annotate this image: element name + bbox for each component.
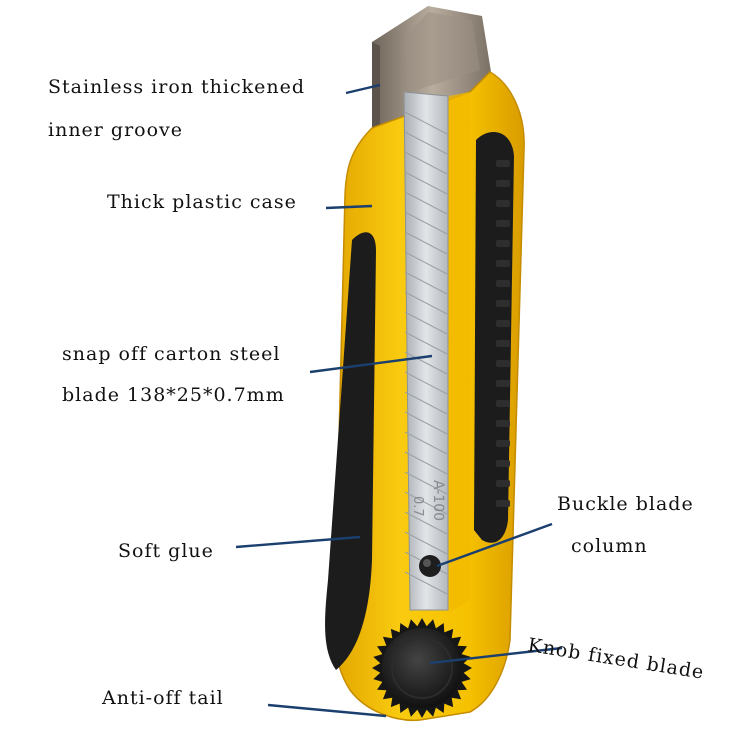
- blade-model-marking: A-100: [430, 480, 446, 521]
- buckle-column-screw: [419, 555, 441, 577]
- grip-ridge: [496, 320, 510, 327]
- leader-knob: [429, 646, 563, 665]
- grip-ridge: [496, 400, 510, 407]
- grip-ridge: [496, 360, 510, 367]
- grip-ridge: [496, 200, 510, 207]
- blade-segment-line: [404, 111, 448, 135]
- leader-buckle: [436, 522, 553, 568]
- label-inner-groove-line2: inner groove: [48, 119, 184, 141]
- label-soft-glue: Soft glue: [118, 540, 214, 562]
- label-plastic-case: Thick plastic case: [107, 191, 297, 213]
- blade-segment-line: [404, 351, 448, 375]
- grip-ridge: [496, 500, 510, 507]
- label-buckle-line1: Buckle blade: [557, 493, 694, 515]
- label-buckle-line2: column: [571, 535, 648, 557]
- leader-tail: [267, 703, 387, 718]
- grip-ridge: [496, 240, 510, 247]
- label-blade-line2: blade 138*25*0.7mm: [62, 384, 285, 406]
- blade-segment-line: [404, 331, 448, 355]
- blade-segment-line: [404, 391, 448, 415]
- blade-segment-line: [404, 171, 448, 195]
- blade-segment-line: [404, 411, 448, 435]
- grip-ridge: [496, 440, 510, 447]
- label-inner-groove-line1: Stainless iron thickened: [48, 76, 306, 98]
- grip-ridge: [496, 220, 510, 227]
- leader-inner-groove: [345, 83, 381, 95]
- grip-ridge: [496, 300, 510, 307]
- grip-ridge: [496, 340, 510, 347]
- right-soft-grip: [474, 132, 514, 543]
- blade-segment-line: [404, 291, 448, 315]
- grip-ridge: [496, 280, 510, 287]
- blade-segment-line: [404, 511, 448, 535]
- blade-segment-lines: [404, 111, 448, 595]
- blade-segment-line: [404, 151, 448, 175]
- blade-segment-line: [404, 371, 448, 395]
- leader-lines: [235, 83, 563, 718]
- grip-ridge: [496, 460, 510, 467]
- grip-ridges: [496, 160, 510, 507]
- blade-thickness-marking: 0.7: [410, 496, 425, 517]
- blade-segment-line: [404, 431, 448, 455]
- blade-segment-line: [404, 571, 448, 595]
- blade-segment-line: [404, 531, 448, 555]
- blade-segment-line: [404, 271, 448, 295]
- grip-ridge: [496, 260, 510, 267]
- blade-segment-line: [404, 131, 448, 155]
- blade-segment-line: [404, 311, 448, 335]
- grip-ridge: [496, 380, 510, 387]
- blade-segment-line: [404, 211, 448, 235]
- grip-ridge: [496, 160, 510, 167]
- grip-ridge: [496, 480, 510, 487]
- steel-inner-groove: [372, 6, 492, 128]
- snap-off-blade: A-100 0.7: [403, 91, 449, 611]
- grip-ridge: [496, 180, 510, 187]
- label-blade-line1: snap off carton steel: [62, 343, 281, 365]
- blade-segment-line: [404, 191, 448, 215]
- leader-soft-glue: [235, 535, 361, 549]
- blade-segment-line: [404, 231, 448, 255]
- leader-plastic-case: [325, 204, 373, 210]
- leader-blade: [309, 354, 433, 374]
- label-tail: Anti-off tail: [102, 687, 224, 709]
- fixing-knob: [372, 618, 472, 718]
- left-soft-grip: [325, 232, 376, 670]
- blade-segment-line: [404, 471, 448, 495]
- blade-segment-line: [404, 451, 448, 475]
- grip-ridge: [496, 420, 510, 427]
- blade-segment-line: [404, 491, 448, 515]
- blade-segment-line: [404, 251, 448, 275]
